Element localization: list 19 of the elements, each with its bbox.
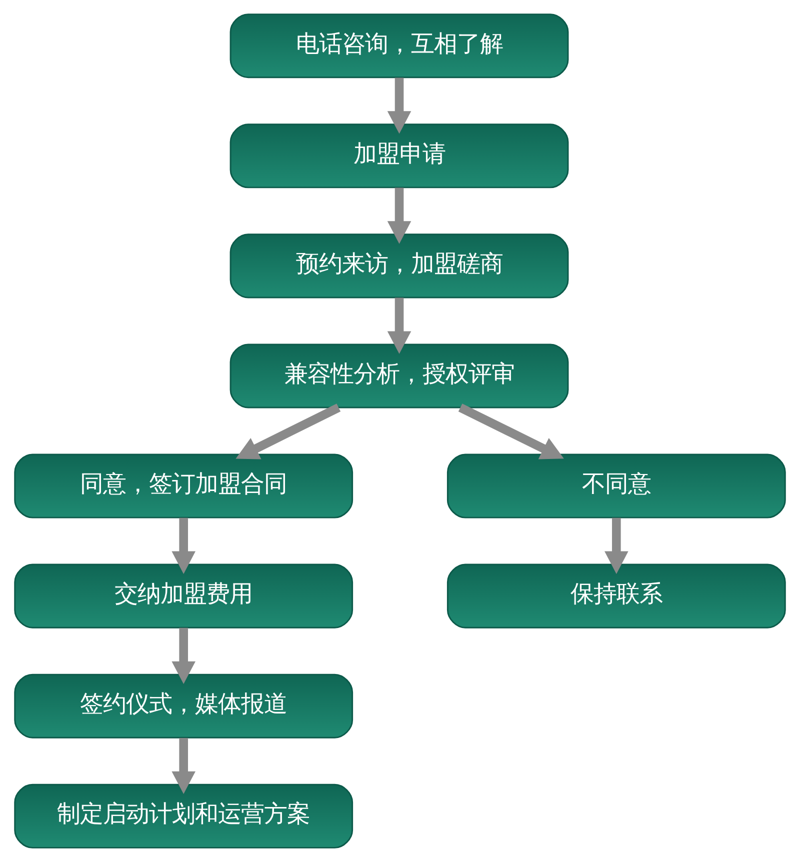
- node-box: 电话咨询，互相了解: [230, 14, 569, 78]
- arrow: [604, 518, 628, 574]
- arrow: [387, 188, 412, 244]
- node-box: 交纳加盟费用: [14, 564, 354, 628]
- arrow: [387, 78, 412, 134]
- node-box: 制定启动计划和运营方案: [14, 784, 354, 848]
- node-box: 同意，签订加盟合同: [14, 454, 354, 518]
- arrow: [236, 404, 341, 460]
- node-box: 签约仪式，媒体报道: [14, 674, 354, 738]
- arrow: [387, 298, 412, 354]
- arrow: [172, 518, 196, 574]
- node-box: 不同意: [446, 454, 786, 518]
- arrow: [172, 628, 196, 684]
- arrow: [172, 738, 196, 794]
- arrow: [458, 404, 564, 460]
- node-box: 加盟申请: [230, 124, 569, 188]
- node-box: 保持联系: [446, 564, 786, 628]
- node-box: 预约来访，加盟磋商: [230, 234, 569, 298]
- node-box: 兼容性分析，授权评审: [230, 344, 569, 408]
